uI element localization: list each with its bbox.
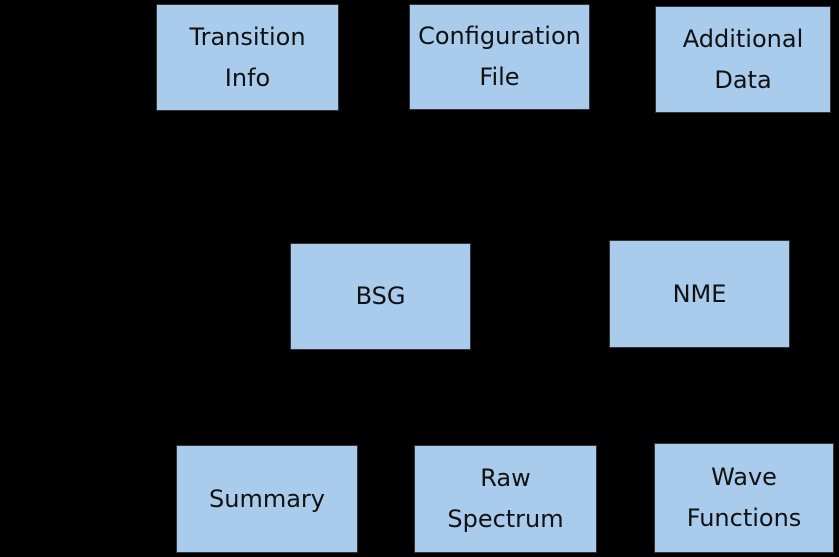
node-additional-data: Additional Data bbox=[655, 6, 831, 113]
node-label: Additional bbox=[682, 24, 804, 53]
node-label: File bbox=[479, 63, 520, 91]
node-nme: NME bbox=[609, 240, 790, 348]
node-label: Transition bbox=[189, 22, 306, 51]
node-transition-info: Transition Info bbox=[156, 4, 339, 111]
node-label: NME bbox=[672, 279, 727, 308]
node-label: Info bbox=[224, 63, 271, 92]
node-summary: Summary bbox=[176, 445, 358, 553]
node-label: Functions bbox=[686, 504, 802, 532]
node-label: Configuration bbox=[418, 22, 581, 51]
node-label: Data bbox=[714, 65, 772, 94]
node-label: Summary bbox=[209, 484, 325, 513]
node-label: Wave bbox=[711, 463, 777, 492]
node-label: Spectrum bbox=[447, 505, 564, 533]
node-bsg: BSG bbox=[290, 243, 471, 350]
node-label: Raw bbox=[480, 464, 531, 493]
node-configuration-file: Configuration File bbox=[409, 4, 590, 110]
node-label: BSG bbox=[355, 282, 406, 311]
node-wave-functions: Wave Functions bbox=[654, 443, 834, 553]
node-raw-spectrum: Raw Spectrum bbox=[414, 445, 597, 553]
